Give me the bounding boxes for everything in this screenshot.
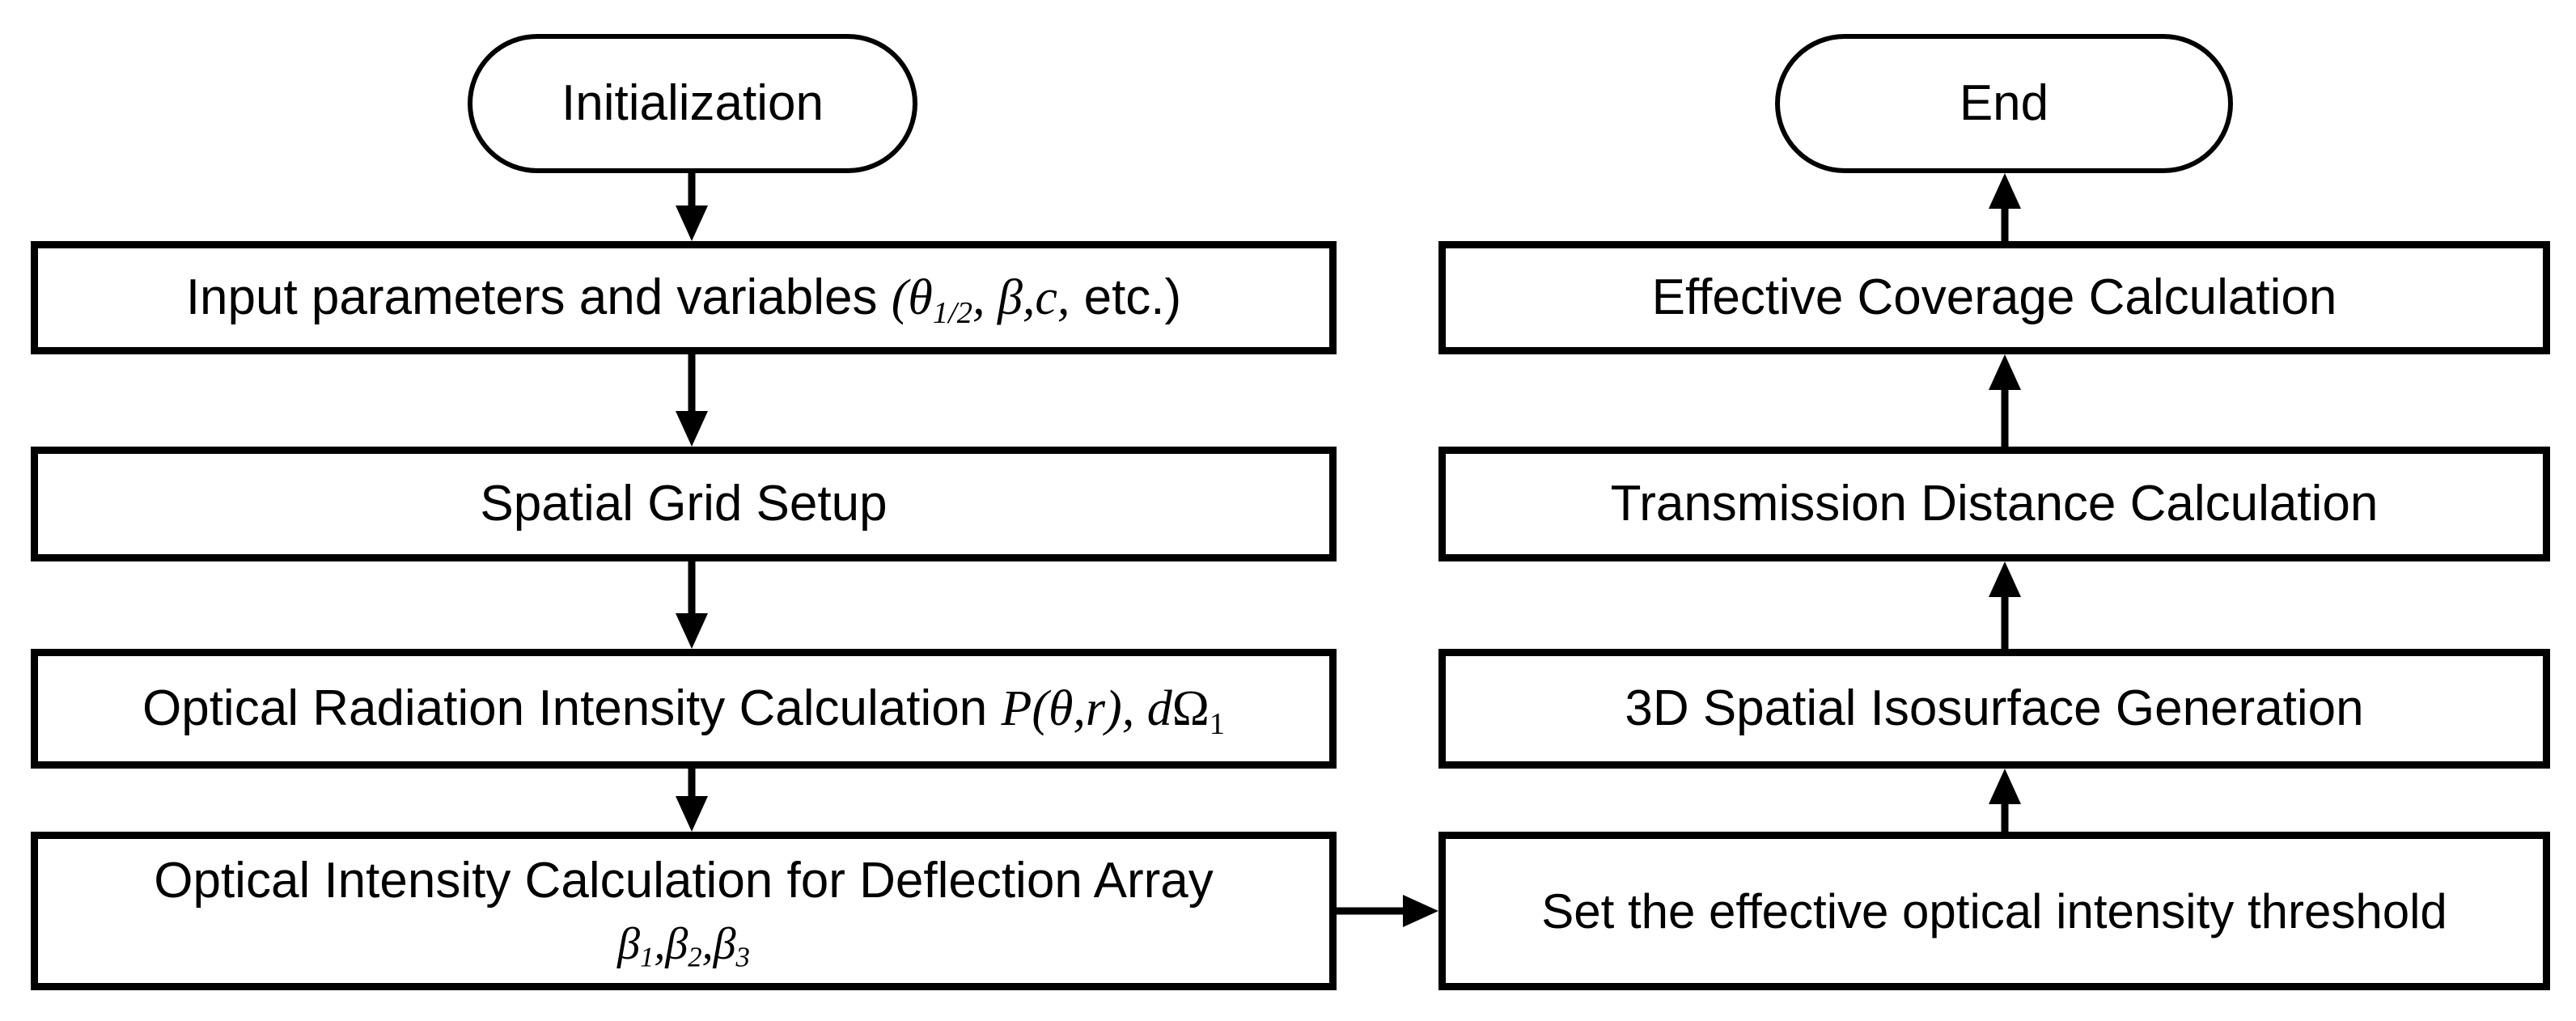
- arrow-input-parameters-to-spatial-grid: [676, 354, 708, 447]
- node-input-parameters: Input parameters and variables (θ1/2, β,…: [31, 241, 1337, 354]
- node-isosurface-generation: 3D Spatial Isosurface Generation: [1438, 649, 2550, 769]
- node-optical-radiation: Optical Radiation Intensity Calculation …: [31, 649, 1337, 769]
- node-deflection-array-line1: Optical Intensity Calculation for Deflec…: [154, 852, 1214, 909]
- arrow-spatial-grid-to-optical-radiation: [676, 561, 708, 649]
- arrow-deflection-array-to-set-threshold: [1337, 895, 1438, 927]
- node-initialization-label: Initialization: [561, 75, 824, 132]
- node-set-threshold-label: Set the effective optical intensity thre…: [1541, 883, 2447, 938]
- node-optical-radiation-label: Optical Radiation Intensity Calculation …: [142, 680, 1225, 741]
- node-set-threshold: Set the effective optical intensity thre…: [1438, 832, 2550, 990]
- node-spatial-grid: Spatial Grid Setup: [31, 447, 1337, 561]
- node-spatial-grid-label: Spatial Grid Setup: [480, 476, 888, 532]
- node-transmission-distance-label: Transmission Distance Calculation: [1610, 476, 2379, 532]
- node-initialization: Initialization: [468, 34, 917, 173]
- arrow-optical-radiation-to-deflection-array: [676, 769, 708, 832]
- node-end-label: End: [1959, 75, 2049, 132]
- node-deflection-array: Optical Intensity Calculation for Deflec…: [31, 832, 1337, 990]
- arrow-initialization-to-input-parameters: [676, 173, 708, 241]
- node-deflection-array-line2: β1,β2,β3: [617, 918, 750, 973]
- arrow-transmission-to-effective-coverage: [1989, 354, 2021, 447]
- node-isosurface-generation-label: 3D Spatial Isosurface Generation: [1625, 680, 2364, 737]
- node-effective-coverage-label: Effective Coverage Calculation: [1651, 269, 2337, 326]
- node-effective-coverage: Effective Coverage Calculation: [1438, 241, 2550, 354]
- arrow-isosurface-to-transmission: [1989, 561, 2021, 649]
- node-input-parameters-label: Input parameters and variables (θ1/2, β,…: [185, 269, 1182, 330]
- node-transmission-distance: Transmission Distance Calculation: [1438, 447, 2550, 561]
- arrow-set-threshold-to-isosurface: [1989, 769, 2021, 832]
- arrow-effective-coverage-to-end: [1989, 173, 2021, 241]
- node-end: End: [1775, 34, 2233, 173]
